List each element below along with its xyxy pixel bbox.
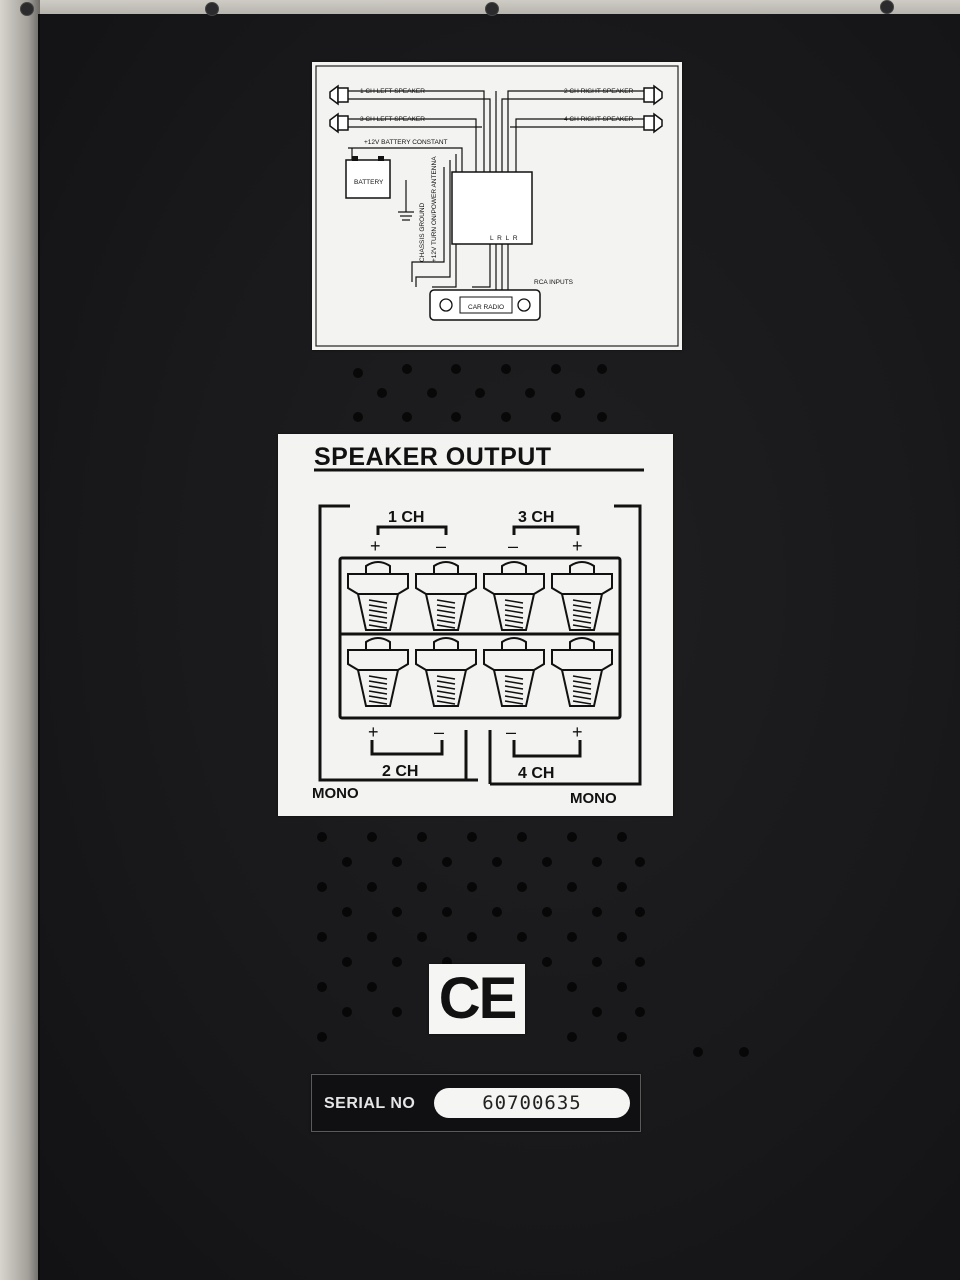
serial-number: 60700635 <box>434 1088 630 1118</box>
ground-icon <box>398 211 414 221</box>
label-1ch-left-speaker: 1 CH LEFT SPEAKER <box>360 88 425 95</box>
ce-mark: CE <box>438 966 518 1031</box>
speaker-output-label: SPEAKER OUTPUT 1 CH 3 CH 2 CH 4 CH MONO … <box>278 434 673 816</box>
label-1ch: 1 CH <box>388 509 424 526</box>
screw-icon <box>205 2 219 16</box>
serial-label: SERIAL NO <box>324 1095 416 1112</box>
label-chassis-ground: CHASSIS GROUND <box>419 202 426 262</box>
speaker-output-title: SPEAKER OUTPUT <box>314 443 552 471</box>
wiring-diagram: 1 CH LEFT SPEAKER 2 CH RIGHT SPEAKER 3 C… <box>315 65 679 347</box>
screw-terminal-icon <box>551 561 613 631</box>
serial-number-label: SERIAL NO 60700635 <box>311 1074 641 1132</box>
amplifier-icon <box>451 171 533 245</box>
label-3ch: 3 CH <box>518 509 554 526</box>
label-mono-left: MONO <box>312 785 359 802</box>
enclosure-side-edge <box>0 0 40 1280</box>
label-4ch-right-speaker: 4 CH RIGHT SPEAKER <box>564 116 634 123</box>
screw-terminal-icon <box>415 561 477 631</box>
speaker-icon <box>643 84 663 106</box>
speaker-output-diagram: SPEAKER OUTPUT 1 CH 3 CH 2 CH 4 CH MONO … <box>312 443 644 807</box>
screw-icon <box>20 2 34 16</box>
vent-holes-upper <box>353 364 607 422</box>
label-mono-right: MONO <box>570 790 617 807</box>
polarity-minus: – <box>506 722 516 742</box>
screw-icon <box>485 2 499 16</box>
ce-mark-label: CE <box>429 964 525 1034</box>
polarity-plus: + <box>370 536 381 556</box>
polarity-plus: + <box>572 722 583 742</box>
vent-holes-lower <box>317 832 645 1042</box>
speaker-icon <box>643 112 663 134</box>
label-rca-inputs: RCA INPUTS <box>534 279 574 286</box>
label-3ch-left-speaker: 3 CH LEFT SPEAKER <box>360 116 425 123</box>
polarity-plus: + <box>572 536 583 556</box>
label-4ch: 4 CH <box>518 765 554 782</box>
screw-terminal-icon <box>483 561 545 631</box>
polarity-minus: – <box>436 536 446 556</box>
screw-icon <box>880 0 894 14</box>
screw-terminal-icon <box>347 561 409 631</box>
label-car-radio: CAR RADIO <box>468 304 504 311</box>
label-battery: BATTERY <box>354 179 384 186</box>
screw-terminal-icon <box>483 637 545 707</box>
battery-icon <box>345 159 391 199</box>
label-2ch-right-speaker: 2 CH RIGHT SPEAKER <box>564 88 634 95</box>
speaker-icon <box>329 112 349 134</box>
screw-terminal-icon <box>347 637 409 707</box>
polarity-minus: – <box>508 536 518 556</box>
label-input-channels: L R L R <box>490 235 519 242</box>
speaker-icon <box>329 84 349 106</box>
screw-terminal-icon <box>551 637 613 707</box>
screw-terminal-icon <box>415 637 477 707</box>
polarity-minus: – <box>434 722 444 742</box>
label-turn-on-power-antenna: +12V TURN ON/POWER ANTENNA <box>431 156 438 262</box>
vent-holes-side <box>693 1047 749 1057</box>
polarity-plus: + <box>368 722 379 742</box>
wiring-diagram-label: 1 CH LEFT SPEAKER 2 CH RIGHT SPEAKER 3 C… <box>312 62 682 350</box>
label-2ch: 2 CH <box>382 763 418 780</box>
label-battery-constant: +12V BATTERY CONSTANT <box>364 139 448 146</box>
